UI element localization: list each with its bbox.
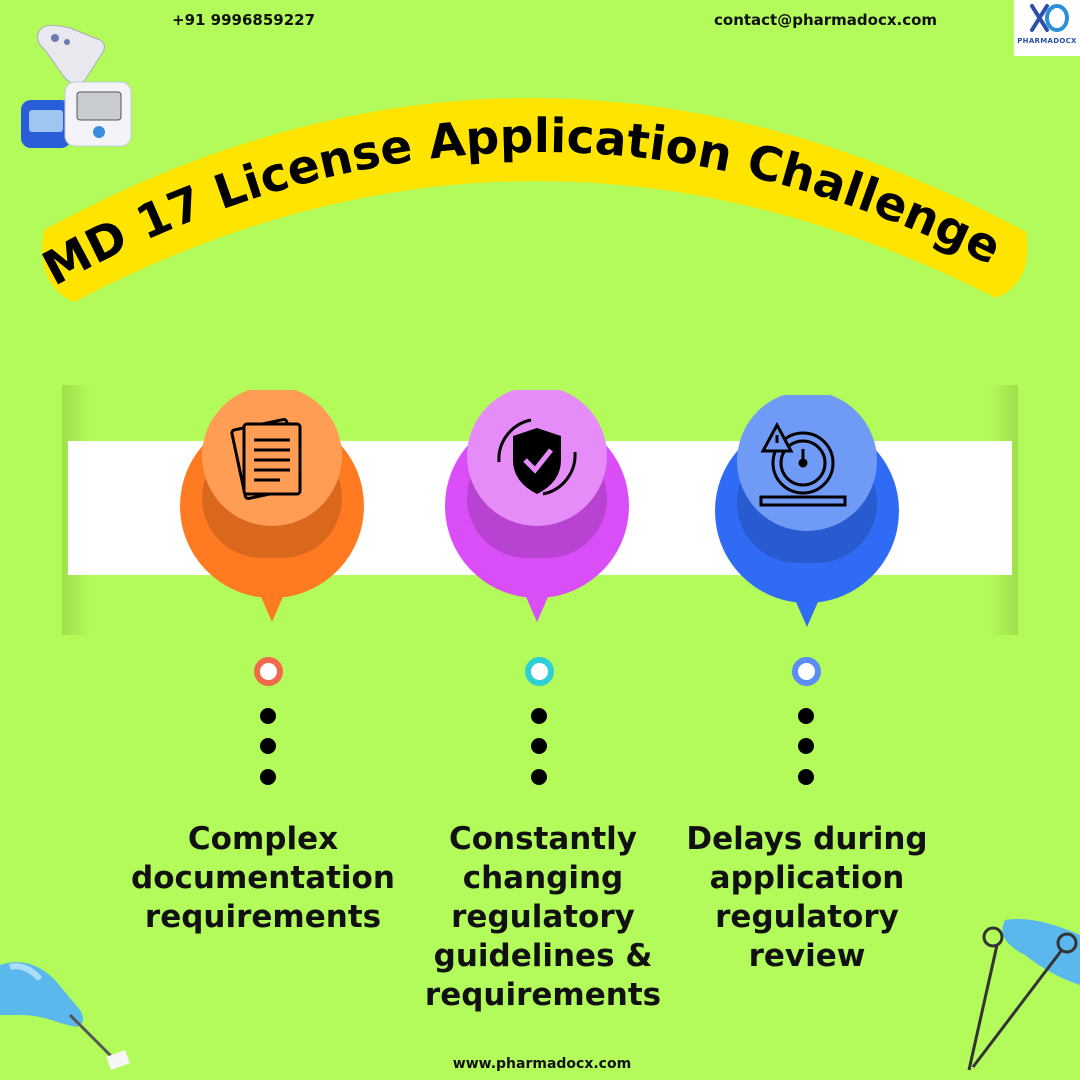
connector-ring-3: [792, 657, 821, 686]
phone-number[interactable]: +91 9996859227: [172, 11, 316, 29]
medical-devices-icon: [21, 24, 132, 148]
title-banner: MD 17 License Application Challenges: [0, 0, 1028, 302]
pin-clock: [715, 395, 899, 627]
challenge-label-2: Constantly changing regulatory guideline…: [424, 821, 662, 1013]
logo-mark-icon: [1030, 4, 1069, 32]
challenge-label-1: Complex documentation requirements: [131, 821, 395, 935]
shield-check-icon: [497, 418, 577, 496]
connector-dot: [531, 738, 547, 754]
connector-ring-1: [254, 657, 283, 686]
connector-dot: [260, 769, 276, 785]
connector-dot: [531, 708, 547, 724]
gloved-hand-icon: [0, 962, 130, 1070]
website-url[interactable]: www.pharmadocx.com: [452, 1056, 632, 1072]
connector-dot: [798, 769, 814, 785]
connector-dot: [531, 769, 547, 785]
connector-dot: [260, 738, 276, 754]
logo-text: PHARMADOCX: [1017, 37, 1077, 45]
surgical-forceps-icon: [967, 919, 1080, 1071]
pin-documents: [180, 390, 364, 622]
connector-dot: [798, 738, 814, 754]
connector-dot: [798, 708, 814, 724]
pin-shield: [445, 390, 629, 622]
pharmadocx-logo: PHARMADOCX: [1014, 0, 1080, 56]
connector-dot: [260, 708, 276, 724]
documents-icon: [230, 418, 302, 500]
clock-warning-icon: [759, 421, 847, 507]
challenge-label-3: Delays during application regulatory rev…: [686, 821, 928, 974]
contact-email[interactable]: contact@pharmadocx.com: [714, 11, 938, 29]
connector-ring-2: [525, 657, 554, 686]
